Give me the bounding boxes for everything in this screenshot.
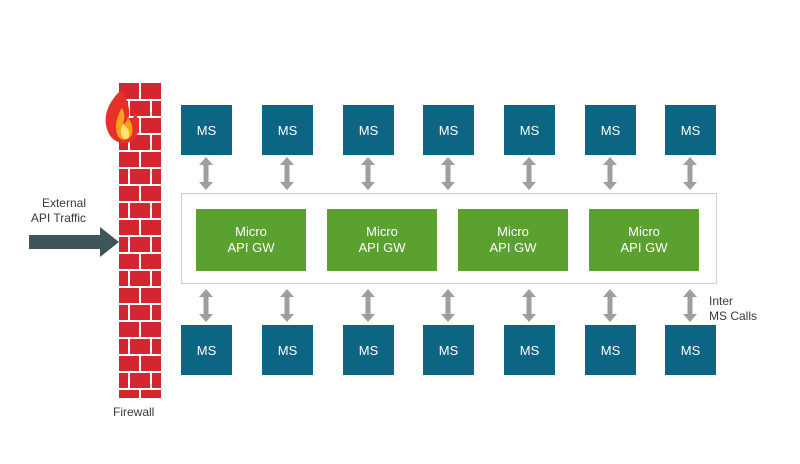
ms-box-top-2: MS: [262, 105, 313, 155]
gateway-line2: API GW: [620, 240, 668, 255]
bottom-arrows: [199, 289, 697, 322]
ms-box-bottom-1: MS: [181, 325, 232, 375]
gateway-line1: Micro: [366, 224, 398, 239]
fire-icon: [105, 90, 139, 144]
ms-box-bottom-3: MS: [343, 325, 394, 375]
ms-box-bottom-7: MS: [665, 325, 716, 375]
gateway-line1: Micro: [235, 224, 267, 239]
gateway-box-1: Micro API GW: [196, 209, 306, 271]
double-arrow-icon: [361, 157, 375, 190]
gateway-line2: API GW: [227, 240, 275, 255]
double-arrow-icon: [441, 289, 455, 322]
external-traffic-line2: API Traffic: [30, 211, 86, 225]
double-arrow-icon: [522, 289, 536, 322]
gateway-line1: Micro: [497, 224, 529, 239]
double-arrow-icon: [280, 157, 294, 190]
double-arrow-icon: [522, 157, 536, 190]
arrow-right-icon: [29, 227, 119, 257]
inter-ms-calls-line1: Inter: [709, 294, 734, 308]
ms-box-bottom-6: MS: [585, 325, 636, 375]
external-traffic-line1: External: [41, 196, 86, 210]
double-arrow-icon: [361, 289, 375, 322]
double-arrow-icon: [603, 157, 617, 190]
double-arrow-icon: [441, 157, 455, 190]
gateway-box-3: Micro API GW: [458, 209, 568, 271]
ms-box-top-6: MS: [585, 105, 636, 155]
inter-ms-calls-label: Inter MS Calls: [709, 294, 757, 324]
double-arrow-icon: [280, 289, 294, 322]
inter-ms-calls-line2: MS Calls: [709, 309, 758, 323]
top-arrows: [199, 157, 697, 190]
ms-box-top-3: MS: [343, 105, 394, 155]
ms-box-bottom-4: MS: [423, 325, 474, 375]
double-arrow-icon: [199, 289, 213, 322]
ms-box-top-7: MS: [665, 105, 716, 155]
gateway-line2: API GW: [358, 240, 406, 255]
gateway-line2: API GW: [489, 240, 537, 255]
ms-box-bottom-5: MS: [504, 325, 555, 375]
ms-box-top-5: MS: [504, 105, 555, 155]
double-arrow-icon: [603, 289, 617, 322]
external-traffic-label: External API Traffic: [30, 196, 86, 226]
ms-box-top-4: MS: [423, 105, 474, 155]
gateway-box-2: Micro API GW: [327, 209, 437, 271]
double-arrow-icon: [683, 157, 697, 190]
double-arrow-icon: [683, 289, 697, 322]
firewall-label: Firewall: [113, 405, 155, 419]
ms-box-top-1: MS: [181, 105, 232, 155]
ms-box-bottom-2: MS: [262, 325, 313, 375]
double-arrow-icon: [199, 157, 213, 190]
gateway-line1: Micro: [628, 224, 660, 239]
gateway-box-4: Micro API GW: [589, 209, 699, 271]
